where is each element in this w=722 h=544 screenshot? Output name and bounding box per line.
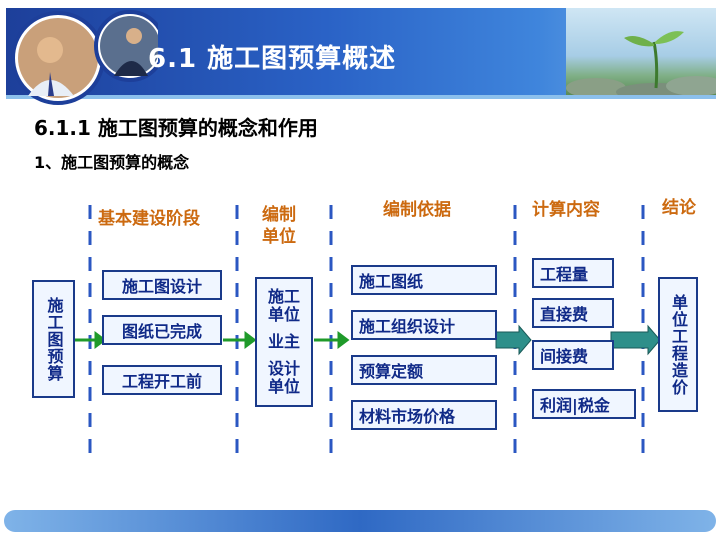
unit-contractor: 施工单位 [267, 286, 300, 324]
page-title: 6.1 施工图预算概述 [148, 44, 397, 74]
box-unit-project-cost-label: 单位工程造价 [669, 293, 688, 396]
header-underline [6, 95, 716, 99]
box-content-direct-cost: 直接费 [532, 298, 614, 328]
box-unit-project-cost: 单位工程造价 [658, 277, 698, 412]
box-basis-org-design: 施工组织设计 [351, 310, 497, 340]
box-content-quantity: 工程量 [532, 258, 614, 288]
unit-designer: 设计单位 [267, 359, 300, 397]
box-construction-budget: 施工图预算 [32, 280, 75, 398]
heading-basis: 编制依据 [383, 200, 451, 220]
box-basis-quota: 预算定额 [351, 355, 497, 385]
heading-construction-stage: 基本建设阶段 [98, 209, 200, 229]
heading-calc-content: 计算内容 [532, 200, 600, 220]
sprout-image [566, 31, 716, 95]
box-preparing-units: 施工单位 业主 设计单位 [255, 277, 313, 407]
header-photo [8, 6, 166, 106]
plant-photo [566, 8, 716, 95]
box-stage-drawings-done: 图纸已完成 [102, 315, 222, 345]
box-construction-budget-label: 施工图预算 [44, 296, 64, 382]
box-basis-drawings: 施工图纸 [351, 265, 497, 295]
section-subtitle: 6.1.1 施工图预算的概念和作用 [34, 116, 318, 140]
box-content-indirect-cost: 间接费 [532, 340, 614, 370]
heading-conclusion: 结论 [662, 198, 696, 218]
heading-unit-line2: 单位 [262, 227, 296, 247]
box-content-profit-tax: 利润|税金 [532, 389, 636, 419]
heading-unit-line1: 编制 [262, 205, 296, 225]
box-stage-design: 施工图设计 [102, 270, 222, 300]
box-basis-material-price: 材料市场价格 [351, 400, 497, 430]
footer-bar [4, 510, 716, 532]
box-stage-before-start: 工程开工前 [102, 365, 222, 395]
section-point: 1、施工图预算的概念 [34, 153, 190, 172]
unit-owner: 业主 [267, 331, 300, 351]
